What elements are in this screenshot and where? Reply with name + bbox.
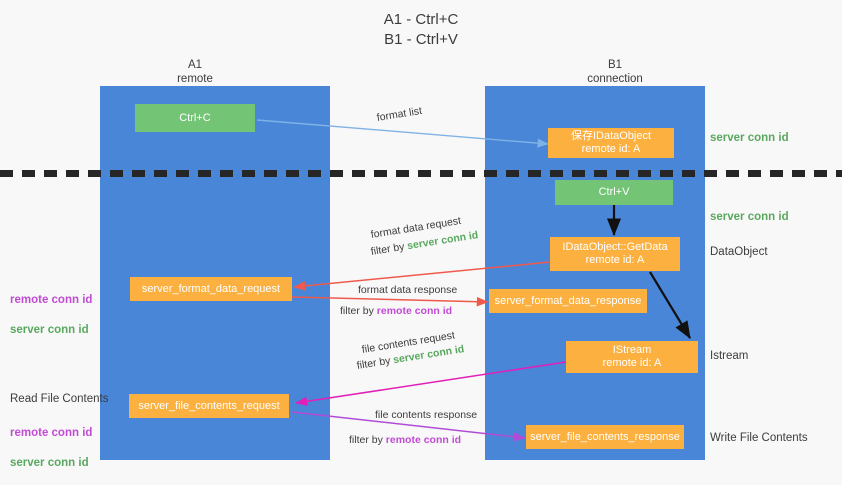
page-title: A1 - Ctrl+C B1 - Ctrl+V (383, 11, 459, 48)
column-header-a1: A1 remote (177, 59, 213, 85)
annotation-server-conn-id-2: server conn id (10, 457, 89, 469)
node-server-format-data-request[interactable]: server_format_data_request (130, 277, 292, 301)
annotation-remote-conn-id-1: remote conn id (10, 294, 93, 306)
flow-label-file-contents-response-filter: filter by remote conn id (349, 433, 461, 448)
column-header-b1: B1 connection (587, 59, 643, 85)
annotation-write-file-contents: Write File Contents (710, 432, 808, 444)
filter-prefix-3: filter by (355, 354, 395, 372)
node-server-format-data-response[interactable]: server_format_data_response (489, 289, 647, 313)
flow-label-format-data-response: format data response (358, 284, 458, 296)
annotation-read-file-contents: Read File Contents (10, 393, 109, 405)
phase-divider (0, 170, 842, 177)
node-ctrl-c[interactable]: Ctrl+C (135, 104, 255, 132)
annotation-format-conn-ids: remote conn id server conn id (10, 278, 92, 338)
annotation-remote-conn-id-2: remote conn id (10, 427, 93, 439)
node-save-idataobject[interactable]: 保存IDataObject remote id: A (548, 128, 674, 158)
node-idataobject-getdata[interactable]: IDataObject::GetData remote id: A (550, 237, 680, 271)
annotation-server-conn-id-mid: server conn id (710, 211, 789, 223)
annotation-dataobject: DataObject (710, 246, 768, 258)
node-server-file-contents-request[interactable]: server_file_contents_request (129, 394, 289, 418)
flow-label-format-data-response-filter: filter by remote conn id (340, 304, 452, 319)
filter-value-2: remote conn id (376, 305, 453, 317)
node-server-file-contents-response[interactable]: server_file_contents_response (526, 425, 684, 449)
filter-prefix-2: filter by (340, 305, 377, 317)
node-istream[interactable]: IStream remote id: A (566, 341, 698, 373)
filter-prefix-1: filter by (369, 240, 409, 258)
annotation-server-conn-id-1: server conn id (10, 324, 89, 336)
annotation-istream: Istream (710, 350, 749, 362)
annotation-server-conn-id-top: server conn id (710, 132, 789, 144)
flow-label-format-list: format list (375, 104, 423, 124)
filter-prefix-4: filter by (349, 434, 386, 446)
annotation-file-conn-ids: remote conn id server conn id (10, 411, 92, 471)
flow-label-file-contents-response: file contents response (375, 409, 478, 421)
filter-value-4: remote conn id (385, 434, 462, 446)
node-ctrl-v[interactable]: Ctrl+V (555, 180, 673, 205)
